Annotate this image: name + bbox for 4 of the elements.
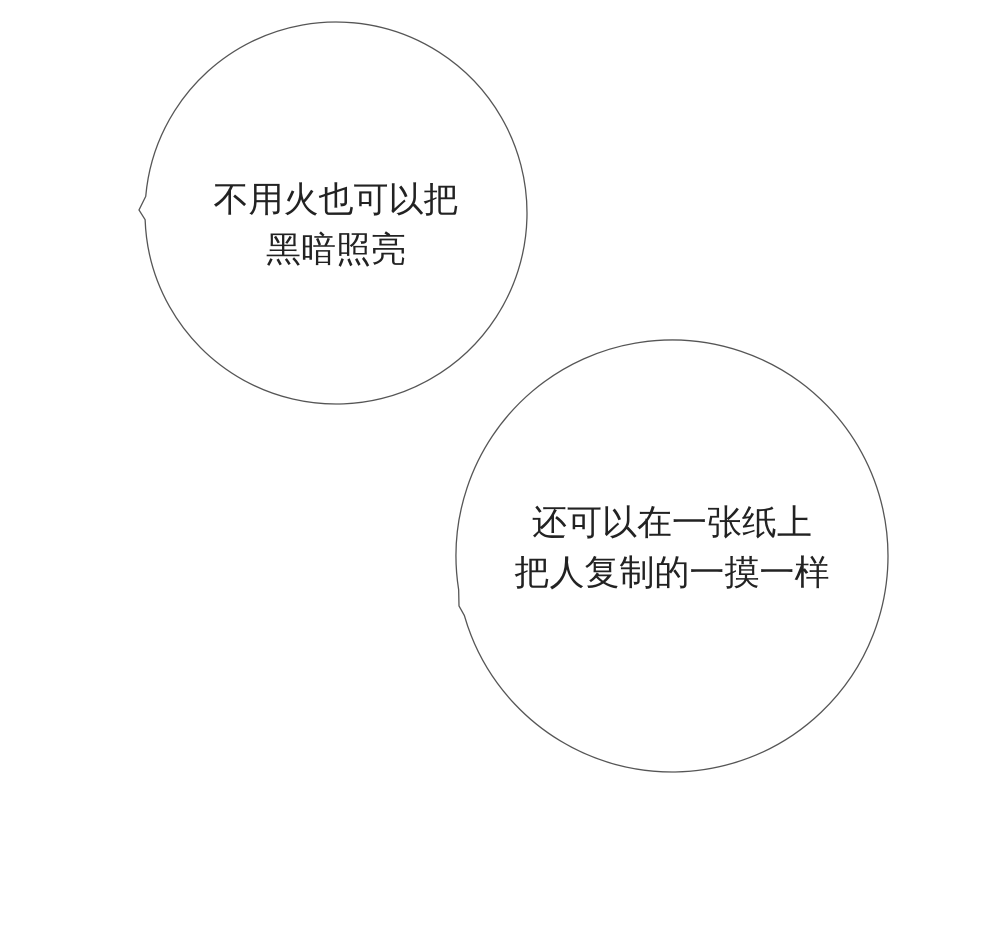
speech-text: 还可以在一张纸上把人复制的一摸一样 (514, 502, 830, 595)
speech-text: 不用火也可以把黑暗照亮 (212, 179, 460, 272)
speech-bubble (456, 340, 888, 772)
speech-bubble (139, 22, 527, 404)
